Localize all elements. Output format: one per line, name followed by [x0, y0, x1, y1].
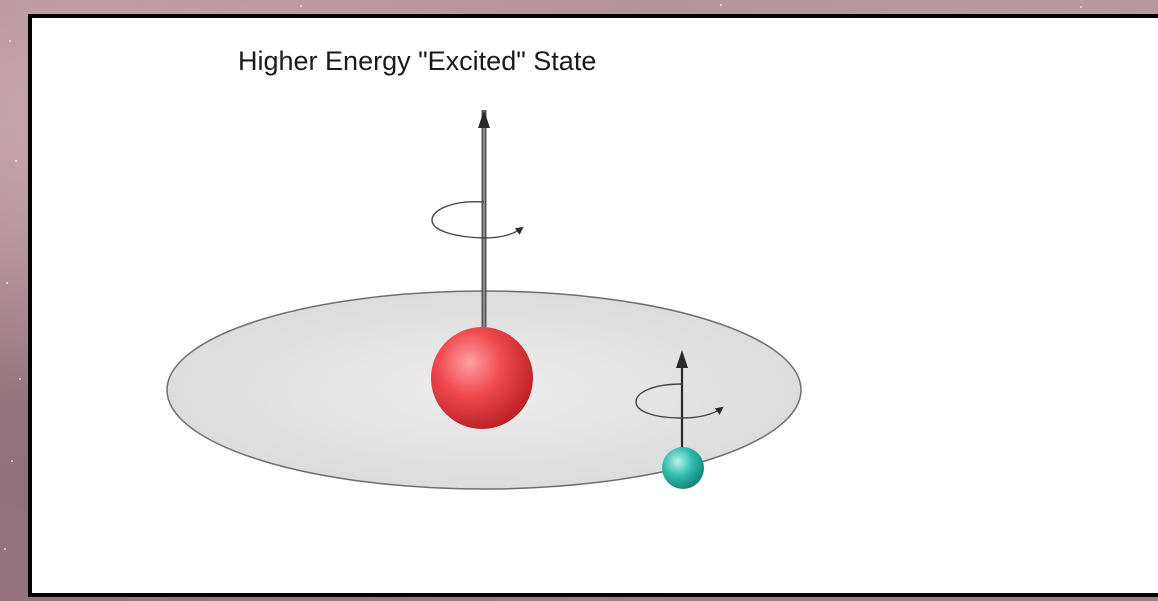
- proton-rotation-arrow: [431, 201, 524, 239]
- star: [1080, 6, 1082, 8]
- star: [11, 460, 13, 462]
- star: [9, 40, 11, 42]
- proton-spin-arrow: [478, 110, 490, 332]
- star: [720, 4, 722, 6]
- diagram-canvas: [166, 110, 802, 490]
- electron: [662, 447, 704, 489]
- star: [19, 378, 21, 380]
- star: [4, 548, 6, 550]
- electron-spin-arrow: [676, 350, 688, 458]
- star: [15, 160, 17, 162]
- electron-rotation-arrow: [635, 383, 724, 419]
- star: [6, 282, 8, 284]
- proton: [431, 327, 533, 429]
- diagram-title: Higher Energy "Excited" State: [238, 46, 597, 76]
- diagram-panel: Higher Energy "Excited" State: [28, 14, 1158, 597]
- star: [300, 5, 302, 7]
